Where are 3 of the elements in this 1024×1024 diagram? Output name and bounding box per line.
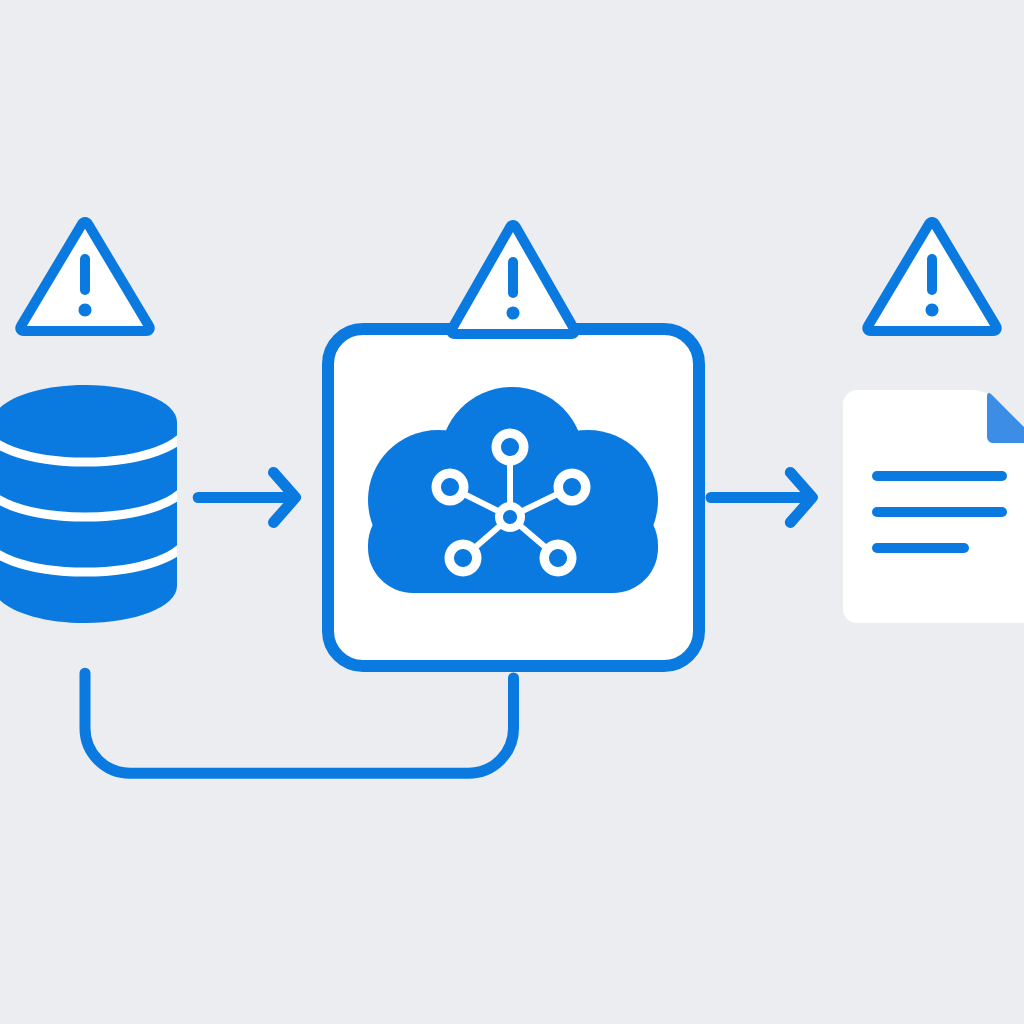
- document-page: [843, 390, 1024, 623]
- database-cylinder: [0, 385, 177, 623]
- connector-line: [79, 667, 519, 779]
